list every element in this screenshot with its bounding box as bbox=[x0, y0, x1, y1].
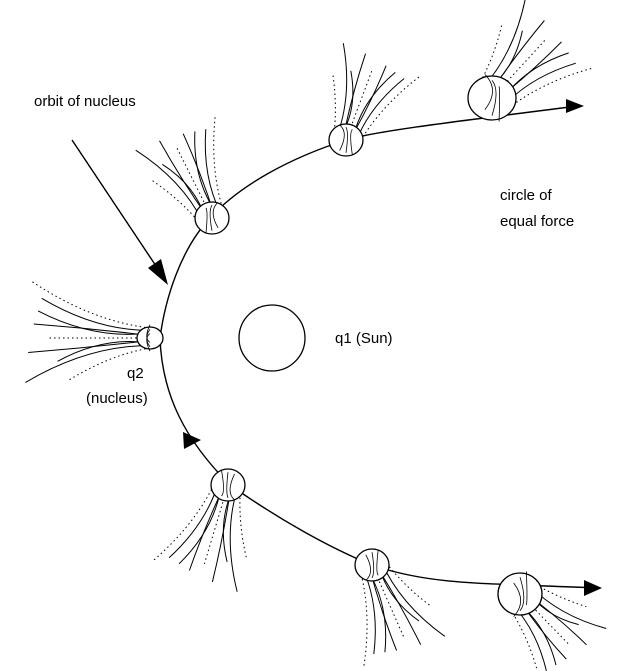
orbit-label-pointer-head bbox=[148, 259, 168, 285]
sun-circle bbox=[239, 305, 305, 371]
comet-lower-left bbox=[152, 469, 246, 592]
comet-upper-left bbox=[136, 115, 229, 234]
orbit-path bbox=[160, 106, 597, 588]
comet-upper-middle bbox=[329, 43, 420, 156]
comet-upper-right-head bbox=[468, 76, 516, 120]
orbit-label: orbit of nucleus bbox=[34, 93, 136, 110]
sun-label: q1 (Sun) bbox=[335, 330, 393, 347]
comet-perihelion-head bbox=[137, 327, 163, 349]
comet-lower-middle bbox=[355, 549, 445, 667]
orbit-arrow-bottom bbox=[584, 580, 602, 596]
orbit-arrow-top bbox=[566, 99, 584, 113]
nucleus-label-line1: q2 bbox=[127, 365, 144, 382]
orbit-label-pointer bbox=[72, 140, 160, 272]
circle-label-line2: equal force bbox=[500, 213, 574, 230]
orbit-arrow-left bbox=[183, 432, 201, 449]
nucleus-label-line2: (nucleus) bbox=[86, 390, 148, 407]
circle-label-line1: circle of bbox=[500, 187, 553, 204]
